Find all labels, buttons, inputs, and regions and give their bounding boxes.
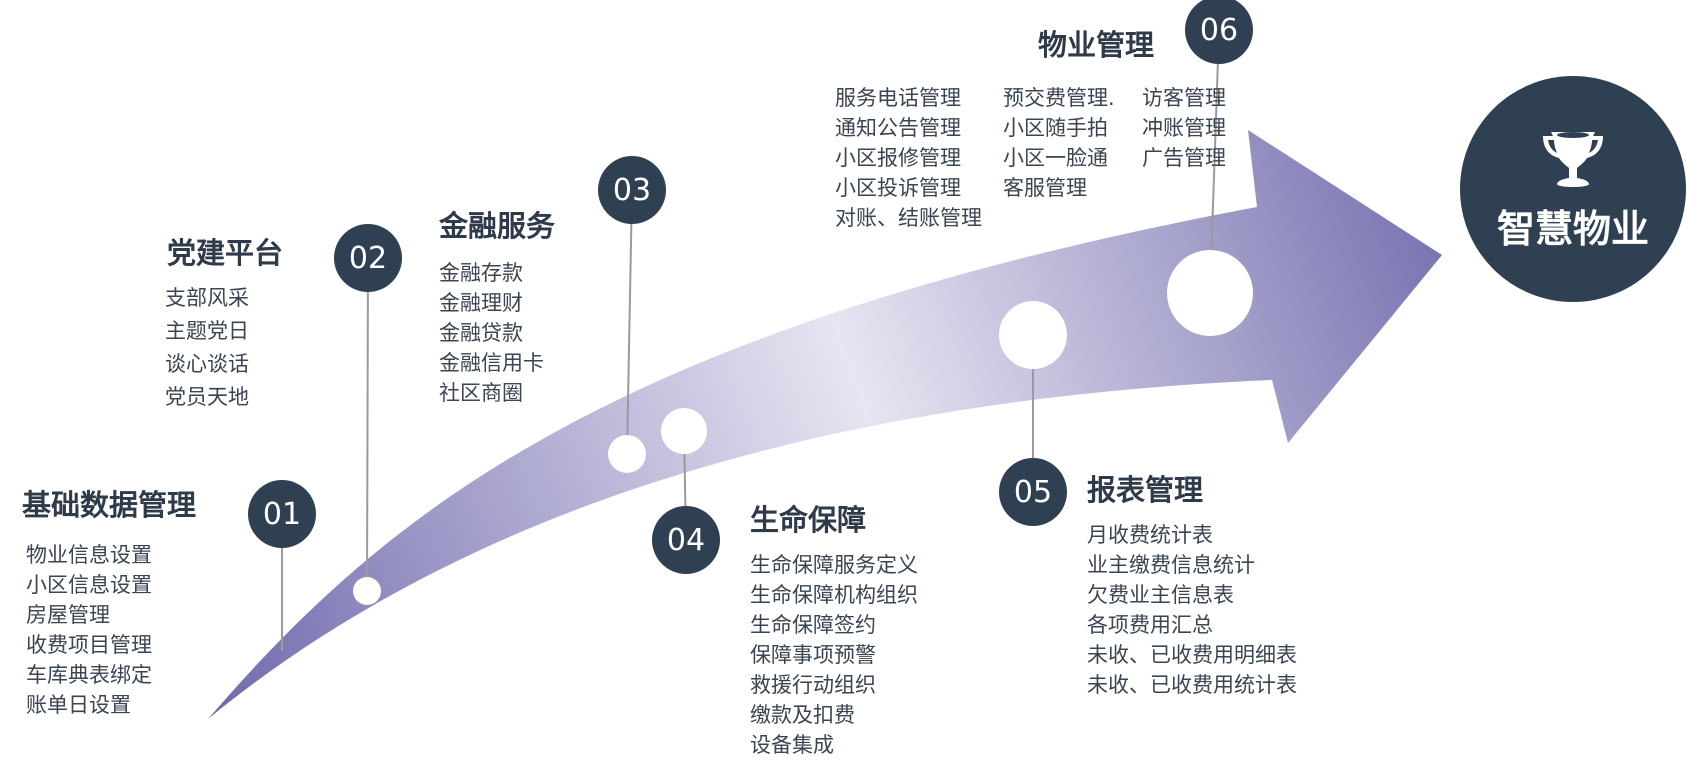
milestone-dots bbox=[353, 250, 1253, 605]
step-06-column-1: 服务电话管理 通知公告管理 小区报修管理 小区投诉管理 对账、结账管理 bbox=[835, 83, 982, 233]
step-06-badge: 06 bbox=[1185, 0, 1253, 64]
list-item: 小区投诉管理 bbox=[835, 176, 961, 200]
step-05-items: 月收费统计表 业主缴费信息统计 欠费业主信息表 各项费用汇总 未收、已收费用明细… bbox=[1087, 520, 1297, 700]
step-02-items: 支部风采 主题党日 谈心谈话 党员天地 bbox=[165, 282, 249, 414]
list-item: 通知公告管理 bbox=[835, 116, 961, 140]
step-01-badge: 01 bbox=[248, 480, 316, 548]
list-item: 访客管理 bbox=[1142, 86, 1226, 110]
list-item: 小区随手拍 bbox=[1003, 116, 1108, 140]
list-item: 物业信息设置 bbox=[26, 543, 152, 567]
list-item: 小区信息设置 bbox=[26, 573, 152, 597]
list-item: 救援行动组织 bbox=[750, 673, 876, 697]
list-item: 金融信用卡 bbox=[439, 351, 544, 375]
step-03-badge: 03 bbox=[598, 156, 666, 224]
goal-circle: 智慧物业 bbox=[1460, 76, 1686, 302]
step-02-badge: 02 bbox=[334, 224, 402, 292]
step-06-column-2: 预交费管理. 小区随手拍 小区一脸通 客服管理 bbox=[1003, 83, 1115, 203]
list-item: 各项费用汇总 bbox=[1087, 613, 1213, 637]
list-item: 党员天地 bbox=[165, 385, 249, 409]
list-item: 生命保障机构组织 bbox=[750, 583, 918, 607]
list-item: 冲账管理 bbox=[1142, 116, 1226, 140]
list-item: 缴款及扣费 bbox=[750, 703, 855, 727]
list-item: 未收、已收费用统计表 bbox=[1087, 673, 1297, 697]
step-06-column-3: 访客管理 冲账管理 广告管理 bbox=[1142, 83, 1226, 173]
step-03-items: 金融存款 金融理财 金融贷款 金融信用卡 社区商圈 bbox=[439, 258, 544, 408]
step-04-badge: 04 bbox=[652, 506, 720, 574]
list-item: 金融理财 bbox=[439, 291, 523, 315]
list-item: 月收费统计表 bbox=[1087, 523, 1213, 547]
arrow-shape bbox=[208, 130, 1442, 719]
step-04-items: 生命保障服务定义 生命保障机构组织 生命保障签约 保障事项预警 救援行动组织 缴… bbox=[750, 550, 918, 760]
step-04-title: 生命保障 bbox=[750, 503, 867, 537]
step-05-badge: 05 bbox=[999, 458, 1067, 526]
list-item: 广告管理 bbox=[1142, 146, 1226, 170]
goal-label: 智慧物业 bbox=[1496, 206, 1649, 251]
list-item: 车库典表绑定 bbox=[26, 663, 152, 687]
list-item: 设备集成 bbox=[750, 733, 834, 757]
list-item: 保障事项预警 bbox=[750, 643, 876, 667]
step-01-title: 基础数据管理 bbox=[22, 488, 197, 522]
list-item: 收费项目管理 bbox=[26, 633, 152, 657]
list-item: 客服管理 bbox=[1003, 176, 1087, 200]
list-item: 生命保障签约 bbox=[750, 613, 876, 637]
list-item: 未收、已收费用明细表 bbox=[1087, 643, 1297, 667]
list-item: 金融贷款 bbox=[439, 321, 523, 345]
step-03-title: 金融服务 bbox=[439, 209, 556, 243]
list-item: 小区一脸通 bbox=[1003, 146, 1108, 170]
list-item: 业主缴费信息统计 bbox=[1087, 553, 1255, 577]
step-06-title: 物业管理 bbox=[1038, 28, 1155, 62]
list-item: 服务电话管理 bbox=[835, 86, 961, 110]
list-item: 欠费业主信息表 bbox=[1087, 583, 1234, 607]
step-01-items: 物业信息设置 小区信息设置 房屋管理 收费项目管理 车库典表绑定 账单日设置 bbox=[26, 540, 152, 720]
list-item: 小区报修管理 bbox=[835, 146, 961, 170]
list-item: 对账、结账管理 bbox=[835, 206, 982, 230]
step-05-title: 报表管理 bbox=[1087, 473, 1204, 507]
list-item: 金融存款 bbox=[439, 261, 523, 285]
list-item: 生命保障服务定义 bbox=[750, 553, 918, 577]
list-item: 谈心谈话 bbox=[165, 352, 249, 376]
list-item: 支部风采 bbox=[165, 286, 249, 310]
list-item: 预交费管理. bbox=[1003, 86, 1115, 110]
trophy-icon bbox=[1543, 131, 1603, 187]
step-02-title: 党建平台 bbox=[167, 236, 284, 270]
list-item: 账单日设置 bbox=[26, 693, 131, 717]
list-item: 社区商圈 bbox=[439, 381, 523, 405]
list-item: 房屋管理 bbox=[26, 603, 110, 627]
list-item: 主题党日 bbox=[165, 319, 249, 343]
